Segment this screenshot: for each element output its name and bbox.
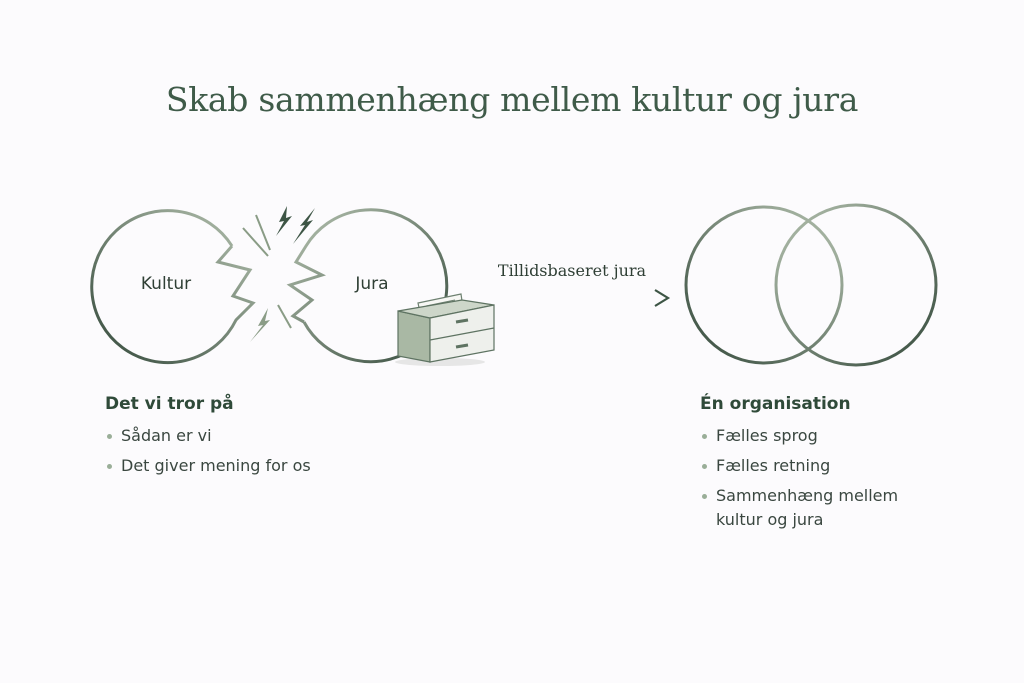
list-item: Sammenhæng mellem kultur og jura	[700, 484, 940, 532]
lightning-icon	[242, 206, 315, 342]
arrow-label: Tillidsbaseret jura	[498, 261, 647, 280]
left-heading: Det vi tror på	[105, 394, 234, 414]
arrow-head-icon	[654, 289, 671, 307]
venn-circle-right	[774, 203, 938, 367]
kultur-circle	[90, 209, 256, 365]
left-text-block: Det vi tror på Sådan er vi Det giver men…	[105, 394, 311, 484]
page-title: Skab sammenhæng mellem kultur og jura	[165, 80, 859, 119]
right-heading: Én organisation	[700, 394, 851, 414]
jura-circle	[286, 208, 449, 364]
filing-cabinet-icon	[395, 293, 495, 366]
list-item: Det giver mening for os	[105, 454, 311, 478]
list-item: Fælles sprog	[700, 424, 940, 448]
kultur-label: Kultur	[141, 274, 191, 294]
venn-circle-left	[684, 205, 844, 365]
list-item: Fælles retning	[700, 454, 940, 478]
right-text-block: Én organisation Fælles sprog Fælles retn…	[700, 394, 940, 538]
jura-label: Jura	[354, 274, 388, 294]
list-item: Sådan er vi	[105, 424, 311, 448]
